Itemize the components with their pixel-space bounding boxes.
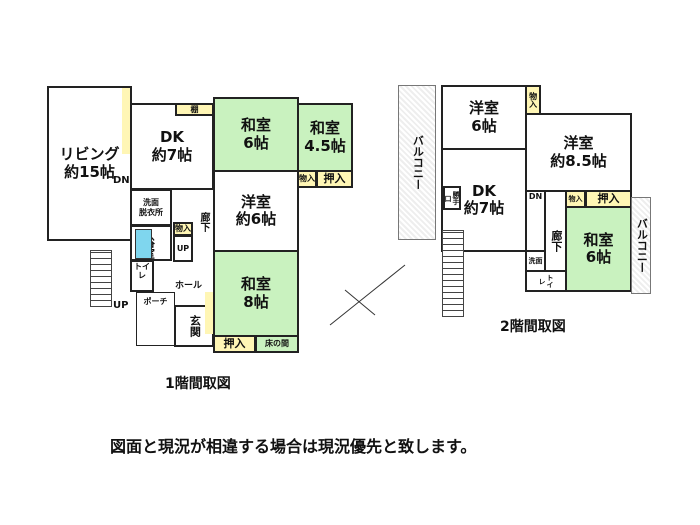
caption-floor2: 2階間取図 xyxy=(500,319,566,335)
label-hall: ホール xyxy=(175,281,203,291)
bathtub xyxy=(135,229,152,259)
room-toilet-1f: トイレ xyxy=(130,260,154,292)
oshiire-1f-a: 押入 xyxy=(316,170,353,188)
label: 洋室 xyxy=(468,99,499,118)
shoe-storage xyxy=(205,292,213,334)
label: 6帖 xyxy=(471,116,497,135)
label: 和室 xyxy=(240,275,271,294)
label-up-outer: UP xyxy=(113,300,129,311)
compass-icon xyxy=(329,264,406,326)
storage-1f-a: 物入 xyxy=(297,170,317,188)
storage-2f-a: 物入 xyxy=(525,85,541,115)
label-rouka-1f: 廊下 xyxy=(198,212,209,232)
balcony-left: バルコニー xyxy=(398,85,436,240)
label: 和室 xyxy=(240,116,271,135)
label: 約7帖 xyxy=(463,199,505,217)
toilet-2f: トイレ xyxy=(525,270,567,292)
label: 8帖 xyxy=(243,292,269,311)
label: 6帖 xyxy=(585,248,612,266)
stairs-outer xyxy=(90,250,112,307)
caption-floor1: 1階間取図 xyxy=(165,376,231,392)
label: 和室 xyxy=(583,230,614,249)
label-dn-1f: DN xyxy=(113,175,130,186)
katteguchi: 勝手口 xyxy=(443,186,461,210)
label: 洋室 xyxy=(563,134,594,153)
label: 約6帖 xyxy=(235,210,277,228)
room-senmen: 洗面脱衣所 xyxy=(130,189,172,226)
porch: ポーチ xyxy=(136,292,175,346)
storage-1f-b: 物入 xyxy=(173,222,193,236)
label: 約8.5帖 xyxy=(550,151,607,170)
tokonoma: 床の間 xyxy=(255,335,299,353)
stairs-outer-2f xyxy=(442,230,464,317)
washroom-2f: 洗面 xyxy=(525,250,546,272)
storage-strip xyxy=(122,88,130,154)
stairs-dn-2f: DN xyxy=(525,190,546,252)
oshiire-1f-b: 押入 xyxy=(213,335,256,353)
room-youshitsu-6: 洋室約6帖 xyxy=(213,170,299,252)
label: 洗面 xyxy=(143,198,159,208)
label: 6帖 xyxy=(243,133,269,152)
label: 和室 xyxy=(309,119,340,138)
shelf: 棚 xyxy=(175,103,214,116)
balcony-right: バルコニー xyxy=(631,197,651,294)
label: 脱衣所 xyxy=(139,207,163,217)
label: DK xyxy=(471,181,497,200)
stairs-up-1f: UP xyxy=(173,235,193,262)
label: リビング xyxy=(59,145,120,164)
label: 約15帖 xyxy=(64,162,115,181)
room-living: リビング約15帖 xyxy=(47,86,132,241)
notice: 図面と現況が相違する場合は現況優先と致します。 xyxy=(110,437,477,456)
label: 4.5帖 xyxy=(304,136,346,155)
label: 約7帖 xyxy=(151,145,193,164)
room-youshitsu-8-5: 洋室約8.5帖 xyxy=(525,113,632,192)
label: DK xyxy=(159,128,185,147)
label: 洋室 xyxy=(240,192,271,211)
